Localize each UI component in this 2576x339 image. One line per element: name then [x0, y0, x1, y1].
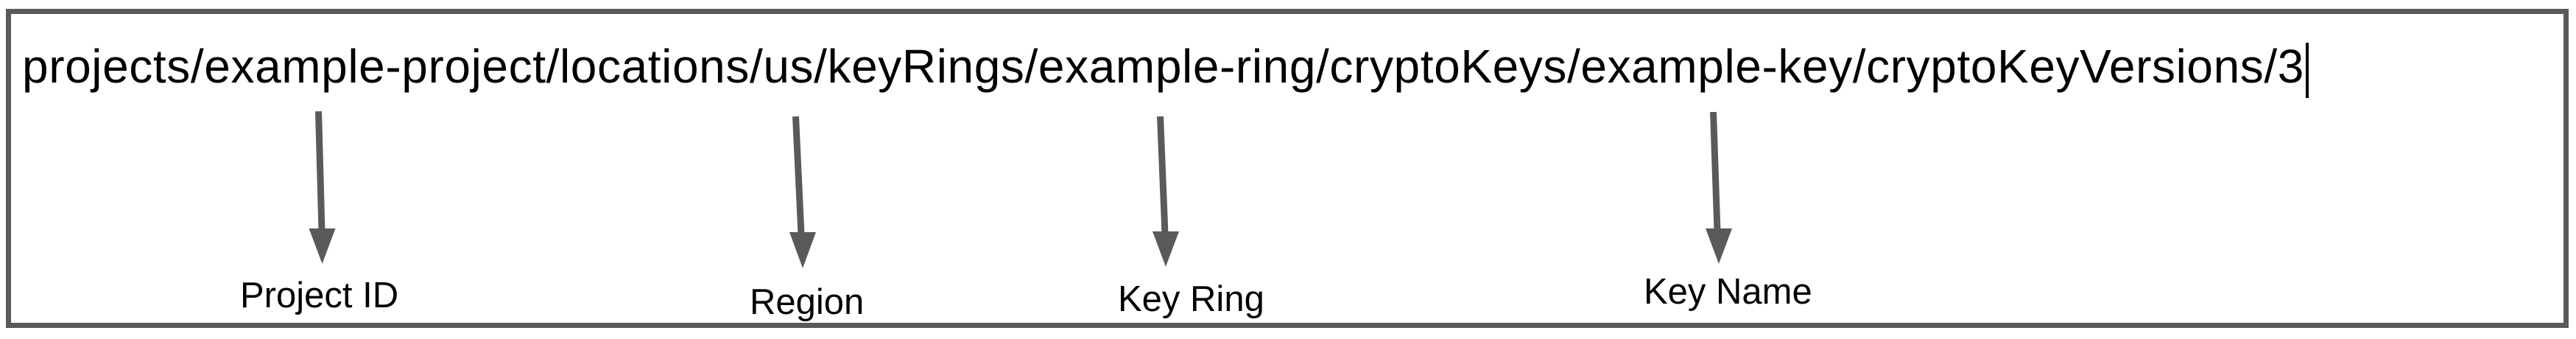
text-caret [2305, 43, 2309, 98]
label-key-ring: Key Ring [1118, 279, 1264, 319]
label-project-id: Project ID [240, 276, 399, 315]
resource-path-text-line[interactable]: projects/example-project/locations/us/ke… [22, 43, 2309, 98]
resource-path-box [6, 9, 2569, 328]
label-key-name: Key Name [1644, 272, 1812, 312]
label-region: Region [750, 282, 865, 322]
resource-path-text: projects/example-project/locations/us/ke… [22, 40, 2304, 93]
